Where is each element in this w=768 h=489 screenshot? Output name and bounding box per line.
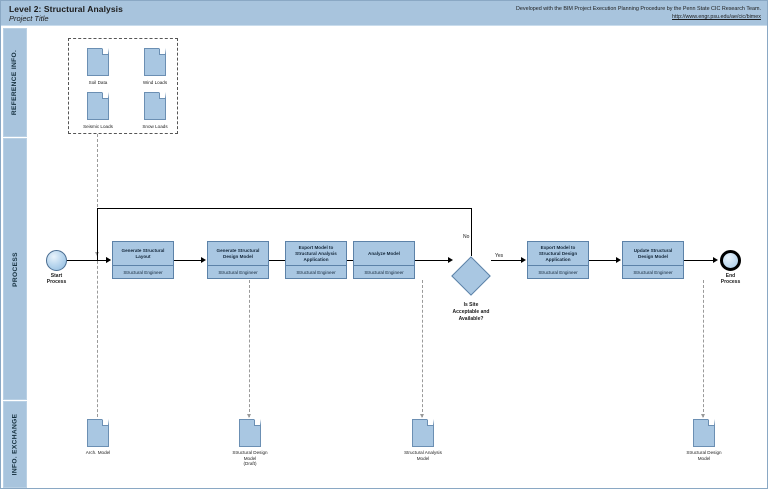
lane-label-process-text: PROCESS	[11, 251, 19, 287]
flow-task6-to-end	[684, 260, 716, 261]
exchange-association-line-structural-analysis-model	[422, 280, 423, 417]
reference-doc-wind-loads-label: Wind Loads	[142, 80, 168, 85]
reference-doc-soil-data-icon[interactable]	[87, 48, 109, 76]
project-title: Project Title	[9, 14, 49, 23]
flow-no-corner	[97, 254, 98, 261]
start-event-label: Start Process	[46, 273, 67, 286]
exchange-doc-structural-analysis-model-icon[interactable]	[412, 419, 434, 447]
reference-doc-seismic-loads-icon[interactable]	[87, 92, 109, 120]
task-role: Structural Engineer	[208, 265, 268, 278]
gateway-branch-no-label: No	[463, 234, 470, 240]
task-title: Generate Structural Layout	[121, 247, 165, 259]
flow-task5-to-task6	[589, 260, 619, 261]
document-fold-icon	[159, 49, 165, 55]
flow-task2-to-task3	[269, 260, 299, 261]
task-analyze-model[interactable]: Analyze Model Structural Engineer	[353, 241, 415, 279]
lane-label-info-exchange: INFO. EXCHANGE	[3, 401, 27, 488]
lane-label-info-exchange-text: INFO. EXCHANGE	[11, 413, 19, 476]
lane-label-reference-info: REFERENCE INFO.	[3, 28, 27, 137]
flow-arrow-icon	[713, 257, 718, 263]
exchange-doc-structural-analysis-model-label: Structural Analysis Model	[404, 450, 442, 461]
reference-doc-snow-loads-icon[interactable]	[144, 92, 166, 120]
exchange-association-line-structural-design-model-draft	[249, 280, 250, 417]
credit-url-link[interactable]: http://www.engr.psu.edu/ae/cic/bimex	[672, 14, 761, 20]
flow-no-vertical-down	[97, 208, 98, 254]
document-fold-icon	[254, 420, 260, 426]
exchange-association-arrow-icon	[700, 414, 705, 418]
lane-label-process: PROCESS	[3, 138, 27, 400]
flow-no-horizontal	[97, 208, 471, 209]
task-export-model-to-structural-analysis-application[interactable]: Export Model to Structural Analysis Appl…	[285, 241, 347, 279]
reference-doc-soil-data-label: Soil Data	[88, 80, 108, 85]
credit-text: Developed with the BIM Project Execution…	[515, 6, 761, 12]
gateway-label: Is Site Acceptable and Available?	[452, 302, 490, 322]
document-fold-icon	[102, 49, 108, 55]
lane-label-reference-info-text: REFERENCE INFO.	[11, 49, 19, 116]
exchange-association-line-structural-design-model	[703, 280, 704, 417]
gateway-diamond-shape	[451, 256, 491, 296]
document-fold-icon	[708, 420, 714, 426]
document-fold-icon	[427, 420, 433, 426]
reference-doc-wind-loads-icon[interactable]	[144, 48, 166, 76]
task-role: Structural Engineer	[113, 265, 173, 278]
task-role: Structural Engineer	[528, 265, 588, 278]
exchange-association-line-arch-model	[97, 261, 98, 417]
task-update-structural-design-model[interactable]: Update Structural Design Model Structura…	[622, 241, 684, 279]
document-fold-icon	[102, 93, 108, 99]
flow-no-vertical-up	[471, 208, 472, 256]
exchange-doc-structural-design-model-draft-icon[interactable]	[239, 419, 261, 447]
task-export-model-to-structural-design-application[interactable]: Export Model to Structural Design Applic…	[527, 241, 589, 279]
gateway-branch-yes-label: Yes	[495, 253, 504, 259]
task-title: Export Model to Structural Design Applic…	[538, 244, 578, 262]
exchange-doc-arch-model-icon[interactable]	[87, 419, 109, 447]
reference-association-line	[97, 134, 98, 252]
flow-task1-to-task2	[174, 260, 204, 261]
reference-info-group	[68, 38, 178, 134]
exchange-doc-arch-model-label: Arch. Model	[85, 450, 111, 455]
end-event-label: End Process	[720, 273, 741, 286]
flow-arrow-icon	[616, 257, 621, 263]
task-title: Generate Structural Design Model	[216, 247, 260, 259]
task-title: Analyze Model	[368, 250, 400, 256]
start-event[interactable]	[46, 250, 67, 271]
diagram-canvas: Soil Data Wind Loads Seismic Loads Snow …	[27, 28, 767, 488]
task-generate-structural-layout[interactable]: Generate Structural Layout Structural En…	[112, 241, 174, 279]
reference-association-arrow-icon	[94, 252, 99, 256]
document-fold-icon	[159, 93, 165, 99]
task-title: Export Model to Structural Analysis Appl…	[295, 244, 337, 262]
flow-task4-to-gateway	[415, 260, 451, 261]
page-header: Level 2: Structural Analysis Project Tit…	[1, 1, 767, 26]
flow-yes-horizontal	[491, 260, 524, 261]
task-role: Structural Engineer	[354, 265, 414, 278]
exchange-doc-structural-design-model-icon[interactable]	[693, 419, 715, 447]
flow-arrow-icon	[448, 257, 453, 263]
flow-arrow-icon	[106, 257, 111, 263]
task-title: Update Structural Design Model	[633, 247, 673, 259]
reference-doc-snow-loads-label: Snow Loads	[142, 124, 168, 129]
reference-doc-seismic-loads-label: Seismic Loads	[83, 124, 113, 129]
task-role: Structural Engineer	[623, 265, 683, 278]
flow-no-into-task1	[97, 260, 109, 261]
exchange-association-arrow-icon	[246, 414, 251, 418]
end-event[interactable]	[720, 250, 741, 271]
flow-start-to-task1	[67, 260, 109, 261]
exchange-doc-structural-design-model-draft-label: Structural Design Model (Draft)	[232, 450, 268, 467]
flow-arrow-icon	[521, 257, 526, 263]
document-fold-icon	[102, 420, 108, 426]
exchange-association-arrow-icon	[419, 414, 424, 418]
exchange-doc-structural-design-model-label: Structural Design Model	[686, 450, 722, 461]
flow-arrow-icon	[201, 257, 206, 263]
task-generate-structural-design-model[interactable]: Generate Structural Design Model Structu…	[207, 241, 269, 279]
page-title: Level 2: Structural Analysis	[9, 4, 123, 14]
gateway-is-site-acceptable[interactable]	[451, 256, 491, 296]
task-role: Structural Engineer	[286, 265, 346, 278]
